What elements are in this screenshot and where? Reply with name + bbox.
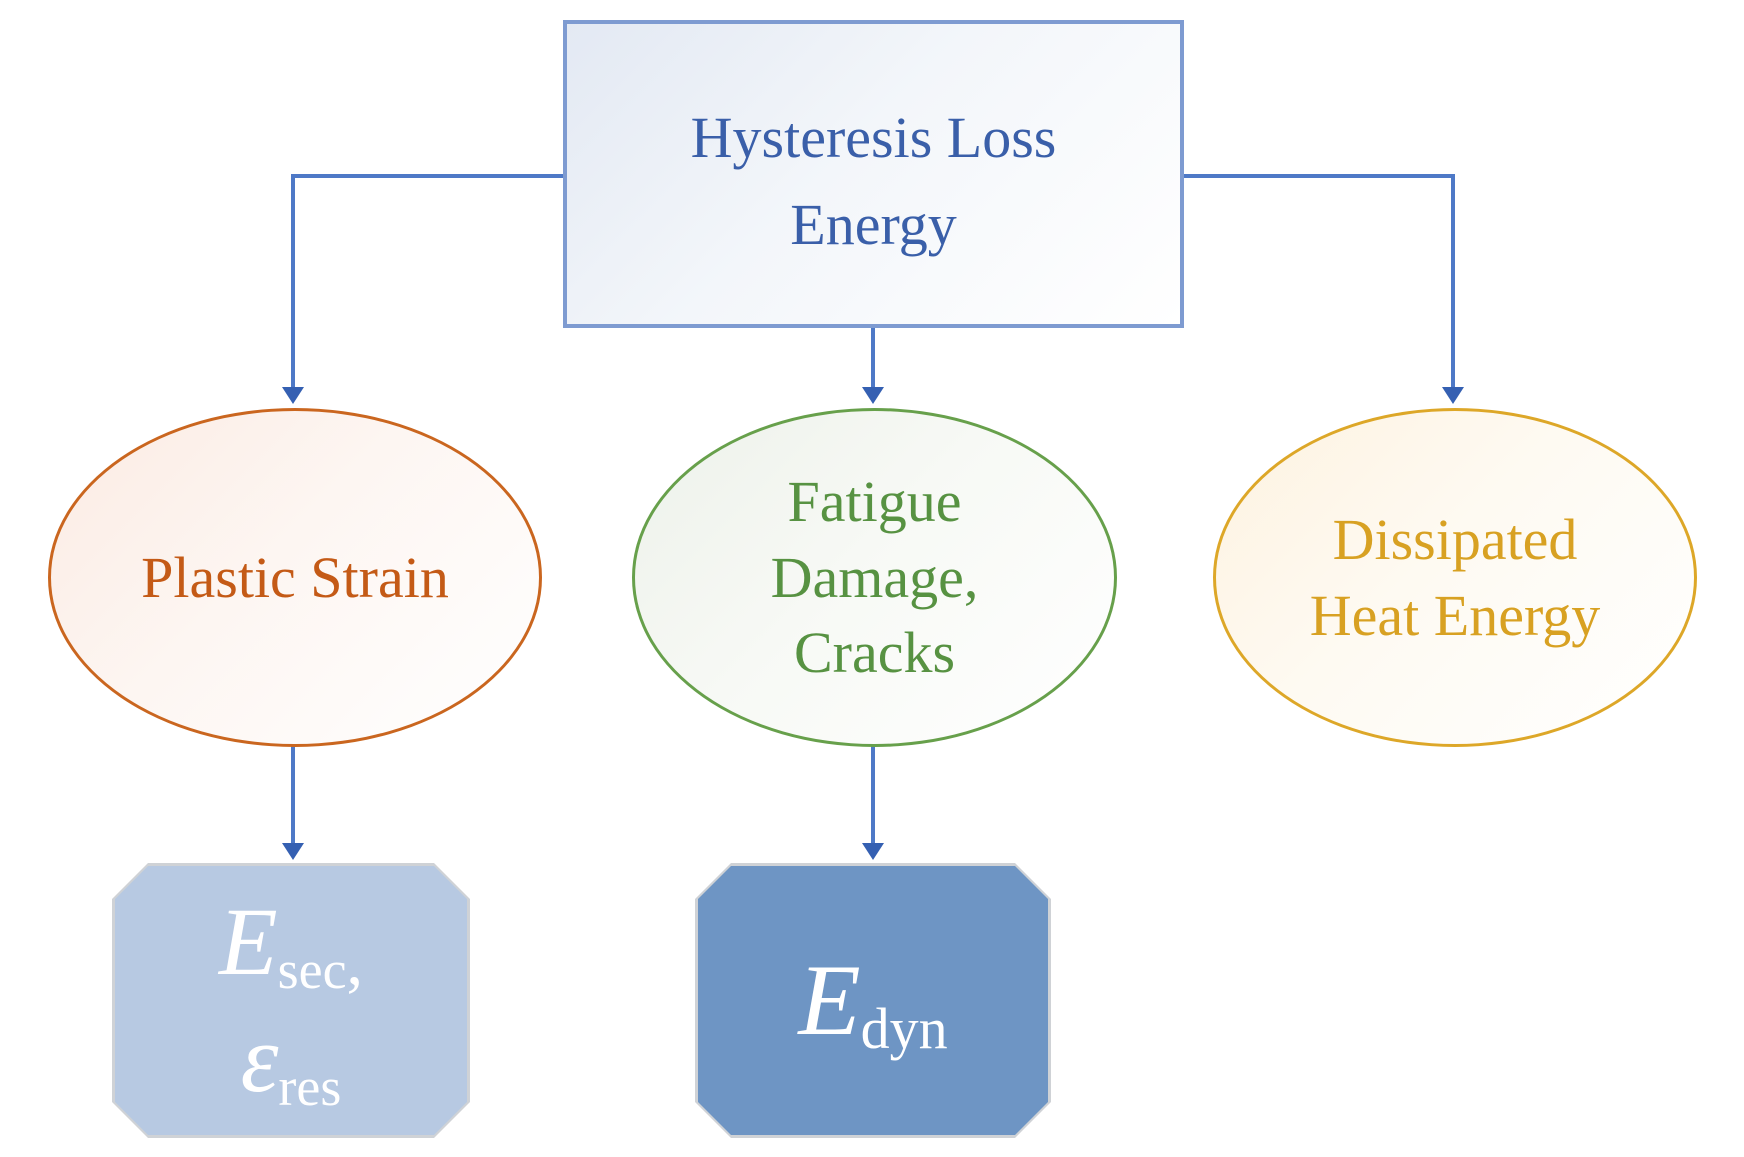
root-label-line-2: Energy — [790, 192, 957, 257]
dissipated-heat-energy-node: Dissipated Heat Energy — [1213, 408, 1697, 747]
plastic-strain-node: Plastic Strain — [48, 408, 542, 747]
edyn-formula: E dyn — [798, 947, 947, 1054]
esec-base: E — [218, 887, 278, 995]
heat-label-line-1: Dissipated — [1332, 507, 1578, 573]
edyn-subscript: dyn — [860, 995, 948, 1061]
esec-comma: , — [346, 925, 364, 999]
esec-eres-node: E sec , ε res — [112, 863, 470, 1138]
connector-plastic-to-esec-vertical — [291, 746, 295, 843]
arrowhead-root-to-fatigue-icon — [862, 387, 884, 404]
arrowhead-fatigue-to-edyn-icon — [862, 843, 884, 860]
arrowhead-root-to-heat-icon — [1442, 387, 1464, 404]
edyn-base: E — [798, 943, 861, 1057]
edyn-node: E dyn — [695, 863, 1051, 1138]
connector-root-to-fatigue-vertical — [871, 328, 875, 387]
arrowhead-root-to-plastic-icon — [282, 387, 304, 404]
eres-formula: ε res — [241, 1009, 342, 1110]
esec-subscript: sec — [277, 939, 347, 1000]
fatigue-label-line-2: Damage, — [770, 544, 979, 610]
connector-root-to-plastic-horizontal — [293, 174, 563, 178]
connector-fatigue-to-edyn-vertical — [871, 746, 875, 843]
fatigue-damage-cracks-node: Fatigue Damage, Cracks — [632, 408, 1117, 747]
connector-root-to-heat-horizontal — [1184, 174, 1455, 178]
arrowhead-plastic-to-esec-icon — [282, 843, 304, 860]
root-label-line-1: Hysteresis Loss — [690, 105, 1057, 170]
heat-label-line-2: Heat Energy — [1309, 582, 1601, 648]
esec-formula: E sec , — [219, 892, 363, 993]
esec-eres-node-fill: E sec , ε res — [115, 866, 467, 1135]
plastic-strain-label: Plastic Strain — [141, 544, 449, 610]
edyn-node-fill: E dyn — [698, 866, 1048, 1135]
fatigue-label-line-3: Cracks — [793, 620, 956, 686]
hysteresis-loss-energy-node: Hysteresis Loss Energy — [563, 20, 1184, 328]
connector-root-to-heat-vertical — [1451, 174, 1455, 387]
eres-subscript: res — [278, 1056, 342, 1117]
eres-base: ε — [240, 1004, 279, 1112]
fatigue-label-line-1: Fatigue — [787, 469, 962, 535]
connector-root-to-plastic-vertical — [291, 174, 295, 387]
